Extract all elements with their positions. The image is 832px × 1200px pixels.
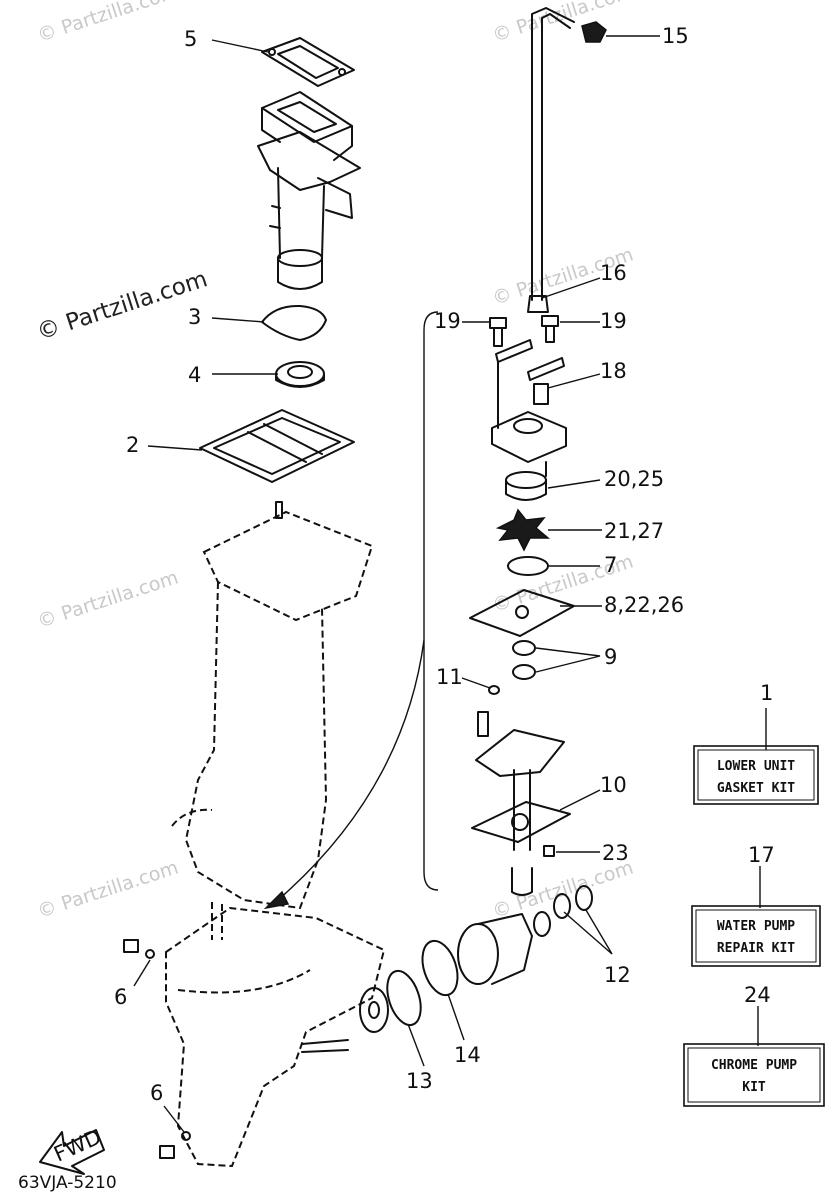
part-13-o-ring	[386, 969, 422, 1027]
kit-water-pump-line2: REPAIR KIT	[717, 941, 795, 956]
callout-13: 13	[406, 1069, 433, 1093]
part-18-sleeve	[533, 383, 549, 405]
callout-9: 9	[604, 645, 617, 669]
part-9-bearings	[512, 640, 536, 680]
exhaust-guide	[257, 91, 361, 290]
pump-brackets	[495, 339, 565, 381]
drive-shaft	[511, 867, 533, 896]
prop-shaft-bearing	[359, 987, 389, 1033]
callout-1: 1	[760, 681, 773, 705]
callout-18: 18	[600, 359, 627, 383]
part-16-seal	[527, 295, 549, 313]
kit-lower-unit-line1: LOWER UNIT	[717, 759, 795, 774]
watermark-left-mid: © Partzilla.com	[35, 567, 181, 633]
kit-lower-unit-gasket: LOWER UNIT GASKET KIT	[693, 745, 819, 805]
part-5-gasket	[261, 37, 355, 87]
part-4-ring	[275, 361, 325, 388]
part-10-gasket	[471, 801, 571, 843]
part-3-seal	[261, 304, 327, 341]
callout-12: 12	[604, 963, 631, 987]
callout-7: 7	[604, 553, 617, 577]
part-15-grommet	[581, 21, 607, 43]
bracket-arrow-head	[263, 890, 290, 910]
callout-labels: 5 3 4 2 15 16 19 19 18 20,25 21,27 7 8,2…	[114, 24, 775, 1105]
callout-15: 15	[662, 24, 689, 48]
part-19-bolts	[489, 315, 559, 347]
lower-casing	[165, 906, 386, 1168]
callout-23: 23	[602, 841, 629, 865]
part-20-insert-cartridge	[505, 471, 547, 501]
part-23-plug	[543, 845, 555, 857]
callout-21-27: 21,27	[604, 519, 664, 543]
callout-16: 16	[600, 261, 627, 285]
diagram-code: 63VJA-5210	[18, 1173, 117, 1193]
part-14-o-ring	[421, 939, 459, 997]
callout-17: 17	[748, 843, 775, 867]
kit-chrome-pump: CHROME PUMP KIT	[683, 1043, 825, 1107]
pump-base	[475, 711, 565, 851]
callout-2: 2	[126, 433, 139, 457]
part-6-screws	[123, 939, 191, 1159]
kit-water-pump-line1: WATER PUMP	[717, 919, 795, 934]
watermark-left: © Partzilla.com	[34, 266, 211, 346]
callout-5: 5	[184, 27, 197, 51]
dowel-pin	[275, 501, 283, 519]
part-2-gasket	[199, 409, 355, 483]
part-11-ball	[488, 685, 500, 695]
callout-6-lower: 6	[150, 1081, 163, 1105]
fwd-arrow: FWD	[39, 1125, 105, 1175]
callout-24: 24	[744, 983, 771, 1007]
callout-20-25: 20,25	[604, 467, 664, 491]
callout-3: 3	[188, 305, 201, 329]
part-21-impeller	[495, 508, 551, 552]
water-tube	[531, 7, 575, 301]
callout-14: 14	[454, 1043, 481, 1067]
kit-water-pump-repair: WATER PUMP REPAIR KIT	[691, 905, 821, 967]
part-7-o-ring	[507, 556, 549, 576]
kit-lower-unit-line2: GASKET KIT	[717, 781, 795, 796]
callout-19-left: 19	[434, 309, 461, 333]
callout-11: 11	[436, 665, 463, 689]
leader-lines	[133, 35, 767, 1133]
callout-19-right: 19	[600, 309, 627, 333]
bracket-arrow-line	[277, 639, 425, 901]
callout-8-22-26: 8,22,26	[604, 593, 684, 617]
bracket-line	[423, 311, 439, 891]
callout-4: 4	[188, 363, 201, 387]
prop-shaft-housing	[457, 911, 551, 985]
watermark-top-left: © Partzilla.com	[35, 0, 181, 47]
callout-6-upper: 6	[114, 985, 127, 1009]
part-12-seals	[553, 885, 593, 919]
kit-chrome-pump-line1: CHROME PUMP	[711, 1058, 797, 1073]
callout-10: 10	[600, 773, 627, 797]
kit-chrome-pump-line2: KIT	[742, 1080, 766, 1095]
pump-housing	[491, 361, 567, 477]
watermark-left-low: © Partzilla.com	[35, 857, 181, 923]
upper-casing	[171, 510, 374, 940]
fwd-label: FWD	[50, 1125, 105, 1167]
